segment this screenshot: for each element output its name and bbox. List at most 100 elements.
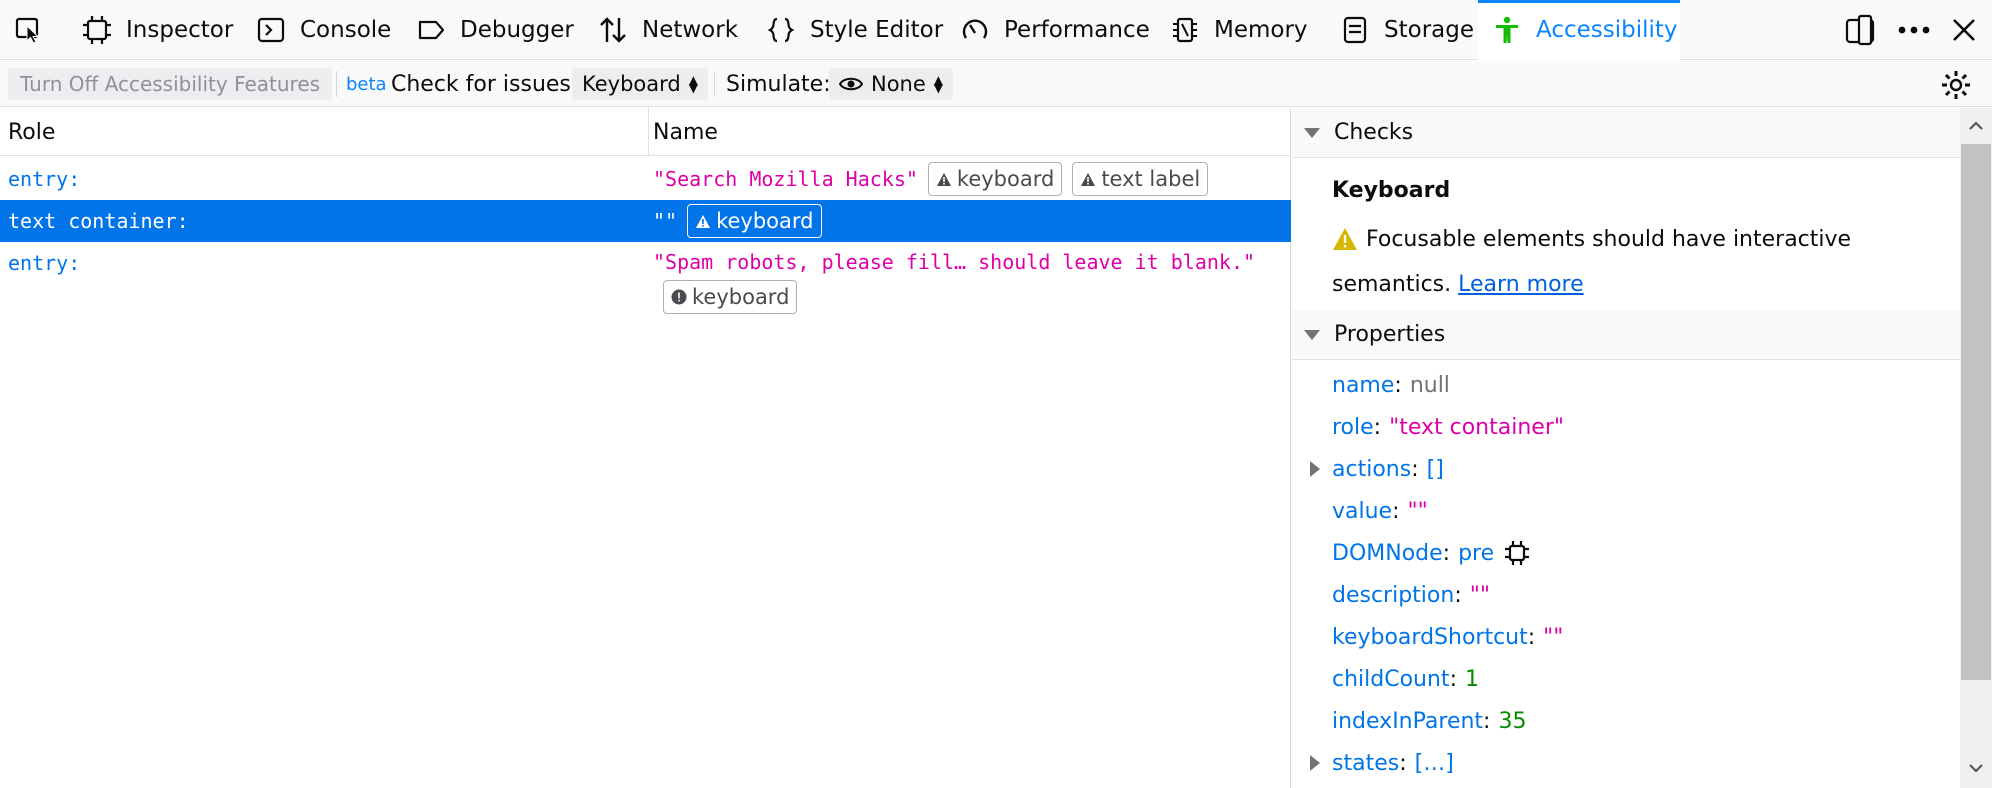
simulate-select[interactable]: None ▲▼ <box>829 68 954 100</box>
tab-debugger[interactable]: Debugger <box>416 0 574 60</box>
badge-keyboard-error[interactable]: keyboard <box>663 280 798 314</box>
tab-console[interactable]: Console <box>256 0 391 60</box>
property-value: […] <box>1414 750 1454 776</box>
column-separator[interactable] <box>648 108 649 156</box>
check-message: Focusable elements should have interacti… <box>1332 220 1892 305</box>
badge-text-label-warning[interactable]: text label <box>1072 162 1209 196</box>
role-column-header[interactable]: Role <box>8 119 56 145</box>
property-states[interactable]: states:[…] <box>1310 742 1454 784</box>
tree-row[interactable]: entry: "Spam robots, please fill… should… <box>0 242 1291 322</box>
property-key: description <box>1332 582 1455 608</box>
row-name: "" <box>653 209 678 233</box>
property-value: "text container" <box>1389 414 1564 440</box>
property-key: keyboardShortcut <box>1332 624 1528 650</box>
tab-memory[interactable]: Memory <box>1170 0 1308 60</box>
badge-label: keyboard <box>692 285 790 309</box>
accessibility-icon <box>1492 15 1522 45</box>
warning-icon <box>936 172 952 187</box>
accessibility-tree: Role Name entry: "Search Mozilla Hacks" … <box>0 108 1291 788</box>
toolbar-separator <box>714 71 715 97</box>
tab-label: Debugger <box>460 17 574 43</box>
tab-label: Memory <box>1214 17 1308 43</box>
tab-performance[interactable]: Performance <box>960 0 1150 60</box>
row-name-cell: "Spam robots, please fill… should leave … <box>653 242 1273 314</box>
network-icon <box>598 15 628 45</box>
property-key: childCount <box>1332 666 1450 692</box>
tab-label: Storage <box>1384 17 1474 43</box>
dock-button[interactable] <box>1838 0 1882 60</box>
row-role: text container: <box>8 209 189 233</box>
debugger-icon <box>416 15 446 45</box>
accessibility-toolbar: Turn Off Accessibility Features beta Che… <box>0 61 1992 107</box>
sidebar-scrollbar[interactable] <box>1960 108 1992 788</box>
tab-label: Console <box>300 17 392 43</box>
toolbar-separator <box>336 71 337 97</box>
select-arrows-icon: ▲▼ <box>933 73 944 95</box>
tree-row[interactable]: entry: "Search Mozilla Hacks" keyboard t… <box>0 158 1291 200</box>
property-key: name <box>1332 372 1395 398</box>
property-value: "" <box>1543 624 1564 650</box>
scrollbar-thumb[interactable] <box>1961 144 1991 680</box>
property-name: name:null <box>1332 372 1450 398</box>
check-for-issues-label: Check for issues: <box>391 71 579 97</box>
expand-triangle-icon[interactable] <box>1310 461 1320 477</box>
section-title: Checks <box>1334 120 1414 145</box>
close-toolbox-button[interactable] <box>1942 0 1986 60</box>
tab-inspector[interactable]: Inspector <box>82 0 233 60</box>
collapse-triangle-icon <box>1304 329 1320 340</box>
property-value: 1 <box>1464 666 1479 692</box>
badge-label: keyboard <box>716 209 814 233</box>
devtools-tab-bar: Inspector Console Debugger Network Style… <box>0 0 1992 60</box>
tab-style-editor[interactable]: Style Editor <box>766 0 943 60</box>
tab-label: Inspector <box>126 17 234 43</box>
dock-side-icon <box>1845 14 1875 46</box>
tab-label: Performance <box>1004 17 1150 43</box>
properties-section-header[interactable]: Properties <box>1292 310 1960 360</box>
select-arrows-icon: ▲▼ <box>688 73 698 95</box>
inspector-icon <box>82 15 112 45</box>
property-value[interactable]: pre <box>1458 540 1495 566</box>
property-actions[interactable]: actions:[] <box>1310 448 1444 490</box>
accessibility-sidebar: Checks Keyboard Focusable elements shoul… <box>1292 108 1960 788</box>
element-picker-button[interactable] <box>14 0 58 60</box>
scroll-down-arrow-icon[interactable] <box>1968 760 1984 776</box>
row-role: entry: <box>8 167 81 191</box>
tab-accessibility[interactable]: Accessibility <box>1478 0 1680 60</box>
tab-label: Style Editor <box>810 17 944 43</box>
property-description: description:"" <box>1332 582 1490 608</box>
badge-label: keyboard <box>956 167 1055 191</box>
memory-icon <box>1170 15 1200 45</box>
learn-more-link[interactable]: Learn more <box>1458 272 1584 297</box>
settings-gear-icon[interactable] <box>1940 69 1972 101</box>
row-role: entry: <box>8 251 81 275</box>
badge-keyboard-warning[interactable]: keyboard <box>687 204 822 238</box>
name-column-header[interactable]: Name <box>653 119 718 145</box>
console-icon <box>256 15 286 45</box>
scroll-up-arrow-icon[interactable] <box>1968 118 1984 134</box>
more-options-button[interactable] <box>1892 0 1936 60</box>
tab-label: Accessibility <box>1536 17 1678 43</box>
badge-keyboard-warning[interactable]: keyboard <box>927 162 1063 196</box>
section-title: Properties <box>1334 322 1446 347</box>
row-name: "Spam robots, please fill… should leave … <box>653 250 1256 274</box>
tab-storage[interactable]: Storage <box>1340 0 1474 60</box>
performance-icon <box>960 15 990 45</box>
property-value-text: "" <box>1407 498 1428 524</box>
property-key: role <box>1332 414 1374 440</box>
tree-header: Role Name <box>0 108 1291 156</box>
turn-off-accessibility-button[interactable]: Turn Off Accessibility Features <box>8 68 333 100</box>
tree-row-selected[interactable]: text container: "" keyboard <box>0 200 1291 242</box>
inspect-node-icon[interactable] <box>1504 540 1530 566</box>
property-child-count: childCount:1 <box>1332 666 1479 692</box>
simulate-label: Simulate: <box>726 71 831 97</box>
tab-network[interactable]: Network <box>598 0 738 60</box>
row-name-cell: "Search Mozilla Hacks" keyboard text lab… <box>653 158 1273 200</box>
property-value: [] <box>1426 456 1444 482</box>
check-message-text: Focusable elements should have interacti… <box>1332 227 1852 297</box>
property-value: value:"" <box>1332 498 1428 524</box>
expand-triangle-icon[interactable] <box>1310 755 1320 771</box>
checks-section-header[interactable]: Checks <box>1292 108 1960 158</box>
check-for-issues-select[interactable]: Keyboard ▲▼ <box>572 68 708 100</box>
property-key: DOMNode <box>1332 540 1443 566</box>
style-editor-icon <box>766 15 796 45</box>
